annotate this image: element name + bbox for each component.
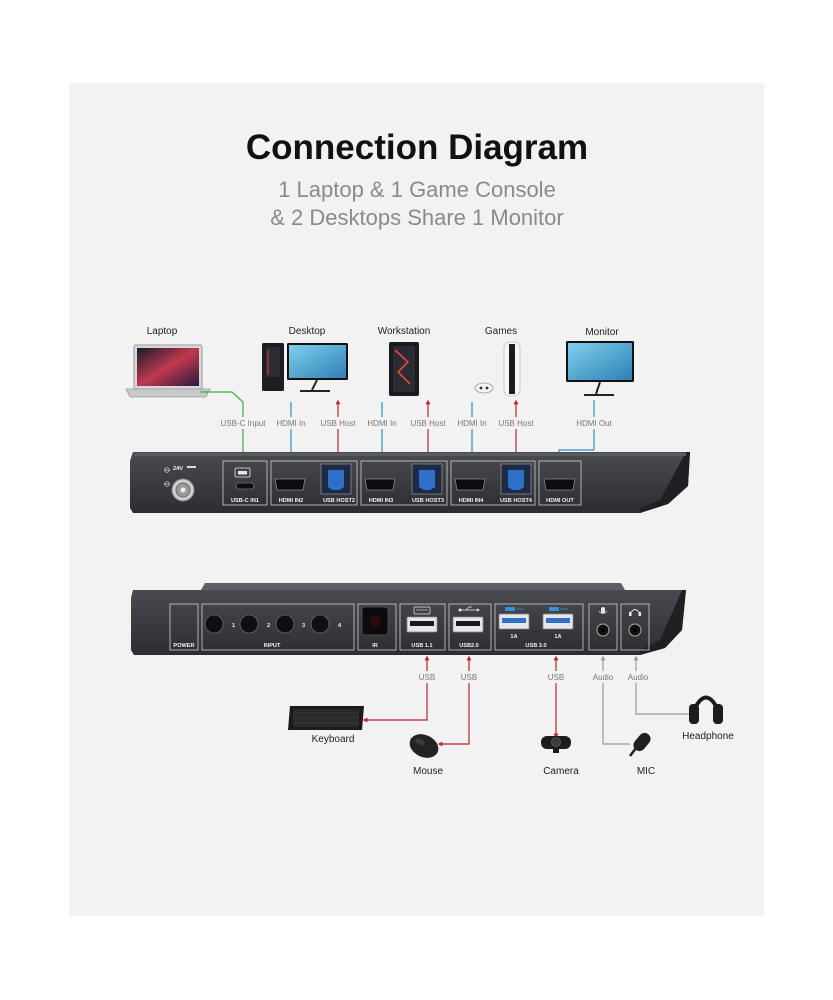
power-label: POWER <box>173 643 194 649</box>
monitor-label: Monitor <box>585 327 619 338</box>
top-connector-labels: USB-C Input HDMI In USB Host HDMI In USB… <box>220 417 613 429</box>
subtitle-line-2: & 2 Desktops Share 1 Monitor <box>270 205 563 230</box>
superspeed-usb-icon <box>505 607 568 611</box>
monitor-image <box>566 341 634 396</box>
group-3-frame <box>360 460 448 506</box>
laptop-image <box>125 344 211 398</box>
keyboard-link-label: USB <box>419 673 435 682</box>
input-button-2[interactable] <box>239 614 259 634</box>
hdmi-in-1-label: HDMI In <box>276 419 305 428</box>
hdmi-in-2-label: HDMI In <box>367 419 396 428</box>
mouse-link-label: USB <box>461 673 477 682</box>
page-title: Connection Diagram <box>246 128 588 167</box>
hdmi-in3-label: HDMI IN3 <box>369 498 394 504</box>
headphone-image <box>689 695 723 724</box>
input-number-1: 1 <box>232 623 235 629</box>
input-button-3[interactable] <box>275 614 295 634</box>
group-2-frame <box>270 460 358 506</box>
usb-host-3-label: USB Host <box>498 419 534 428</box>
power-jack-icon <box>164 467 195 502</box>
usb20-frame <box>448 603 492 651</box>
hdmi-in2-label: HDMI IN2 <box>279 498 304 504</box>
headphone-label: Headphone <box>682 731 734 742</box>
usb-host3-label: USB HOST3 <box>412 498 444 504</box>
usb30-port-2-current: 1A <box>554 634 561 640</box>
usbc-input-label: USB-C Input <box>221 419 267 428</box>
desktop-label: Desktop <box>289 326 326 337</box>
usb-host-2-label: USB Host <box>410 419 446 428</box>
usb30-label: USB 3.0 <box>525 643 546 649</box>
mic-link-label: Audio <box>593 673 614 682</box>
keyboard-image <box>288 706 364 730</box>
workstation-label: Workstation <box>378 326 431 337</box>
camera-link-label: USB <box>548 673 564 682</box>
kvm-front-panel: POWER 1 2 3 4 INPUT IR USB 1.1 <box>131 583 686 655</box>
input-frame <box>201 603 355 651</box>
mic-image <box>629 732 651 757</box>
hdmi-in4-port[interactable] <box>454 478 486 491</box>
subtitle-line-1: 1 Laptop & 1 Game Console <box>278 177 556 202</box>
power-frame <box>169 603 199 651</box>
input-number-3: 3 <box>302 623 305 629</box>
usb-host2-label: USB HOST2 <box>323 498 355 504</box>
usbc-in1-port[interactable] <box>235 482 255 490</box>
camera-label: Camera <box>543 766 579 777</box>
input-button-4[interactable] <box>310 614 330 634</box>
power-24v-label: 24V <box>173 466 183 472</box>
usb20-label: USB2.0 <box>459 643 479 649</box>
usb-host-1-label: USB Host <box>320 419 356 428</box>
hdmi-out-label: HDMI Out <box>576 419 612 428</box>
input-number-4: 4 <box>338 623 342 629</box>
group-4-frame <box>450 460 536 506</box>
games-label: Games <box>485 326 517 337</box>
hdmi-out-port-label: HDMI OUT <box>546 498 574 504</box>
hdmi-out-frame <box>538 460 582 506</box>
kvm-rear-panel: 24V USB-C IN1 HDMI IN2 USB HOST2 HDMI IN… <box>130 452 690 513</box>
mouse-label: Mouse <box>413 766 443 777</box>
power-button[interactable] <box>181 629 187 635</box>
mic-jack-frame <box>588 603 618 651</box>
usb-icon <box>458 606 480 612</box>
ir-label: IR <box>372 643 378 649</box>
mouse-image <box>409 734 439 758</box>
hdmi-in2-port[interactable] <box>274 478 306 491</box>
camera-image <box>541 736 571 753</box>
headphone-link-label: Audio <box>628 673 649 682</box>
laptop-label: Laptop <box>147 326 178 337</box>
usb11-label: USB 1.1 <box>411 643 432 649</box>
desktop-image <box>262 343 348 392</box>
hdmi-in-3-label: HDMI In <box>457 419 486 428</box>
top-cables <box>200 391 595 463</box>
headphone-icon <box>629 609 641 616</box>
ir-frame <box>357 603 397 651</box>
usbc-in1-frame <box>222 460 268 506</box>
usb30-frame <box>494 603 584 651</box>
games-console-image <box>474 341 521 397</box>
hdmi-out-port[interactable] <box>543 478 576 491</box>
input-button-1[interactable] <box>204 614 224 634</box>
input-label: INPUT <box>264 643 281 649</box>
bottom-connector-labels: USB USB USB Audio Audio <box>415 671 652 683</box>
usb11-frame <box>399 603 446 651</box>
usb-host4-label: USB HOST4 <box>500 498 533 504</box>
hdmi-in3-port[interactable] <box>364 478 396 491</box>
headphone-jack-frame <box>620 603 650 651</box>
usbc-in1-label: USB-C IN1 <box>231 498 259 504</box>
input-number-2: 2 <box>267 623 270 629</box>
keyboard-icon <box>413 606 431 615</box>
keyboard-label: Keyboard <box>312 734 355 745</box>
usb30-port-1-current: 1A <box>510 634 517 640</box>
hdmi-in4-label: HDMI IN4 <box>459 498 484 504</box>
microphone-icon <box>598 607 608 614</box>
workstation-image <box>389 342 419 396</box>
mic-label: MIC <box>637 766 655 777</box>
